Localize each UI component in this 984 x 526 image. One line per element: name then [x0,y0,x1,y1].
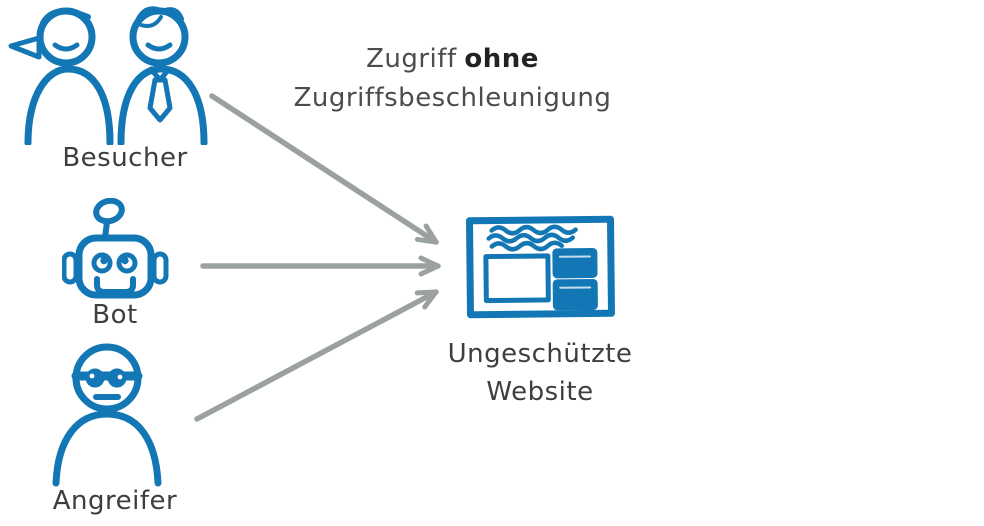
title-prefix: Zugriff [366,44,457,74]
wave-line [489,224,578,236]
angreifer-label: Angreifer [52,486,178,516]
arrow-besucher-website [209,93,439,245]
website-label: Ungeschützte Website [440,336,640,411]
bot-label: Bot [92,300,138,330]
woman-figure [8,7,114,145]
sidebar-block [552,247,598,279]
content-block [483,253,551,304]
attacker-figure [52,343,162,487]
robot-figure [62,198,169,299]
visitors-icon [8,6,208,145]
attacker-icon [52,343,162,487]
website-icon [466,215,615,319]
wave-line [486,232,575,244]
sidebar-block [552,278,598,311]
website-sketch [466,215,615,319]
wave-line [489,240,565,252]
website-label-line2: Website [486,376,594,407]
robot-icon [62,198,169,299]
besucher-label: Besucher [62,143,188,173]
man-figure [117,6,208,145]
title-line2: Zugriffsbeschleunigung [293,83,612,113]
arrow-angreifer-website [194,289,439,422]
website-label-line1: Ungeschützte [447,339,633,369]
title-emphasis: ohne [464,44,539,74]
